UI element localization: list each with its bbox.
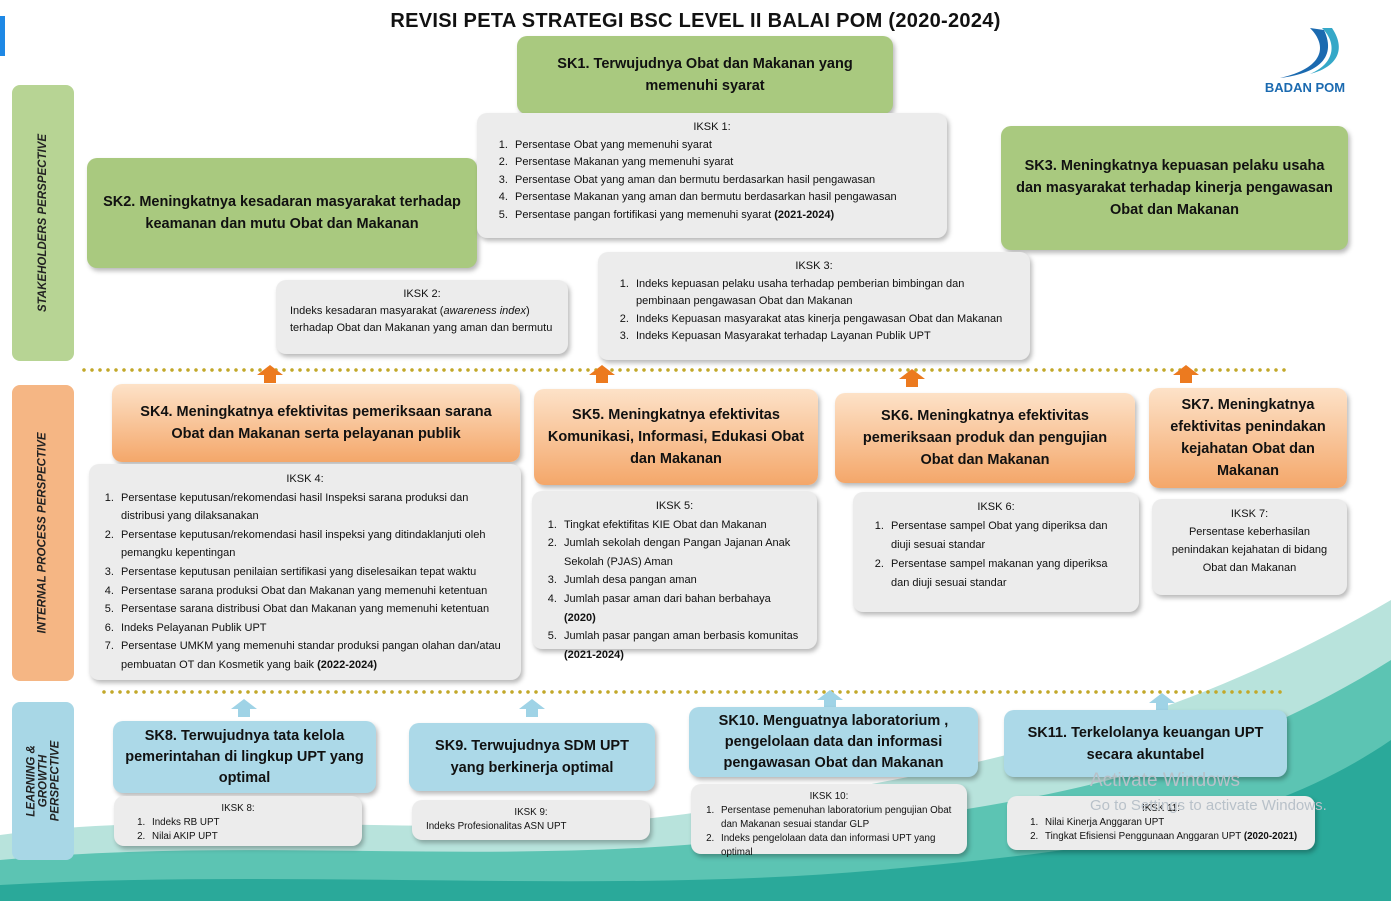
iksk1-item: Persentase Makanan yang aman dan bermutu…	[511, 189, 933, 207]
iksk5-item4-suffix: (2020)	[564, 611, 596, 624]
iksk4-heading: IKSK 4:	[286, 473, 324, 485]
iksk3-heading: IKSK 3:	[795, 260, 833, 272]
stakeholders-perspective-label: STAKEHOLDERS PERSPECTIVE	[12, 85, 74, 361]
iksk5-heading: IKSK 5:	[655, 500, 694, 512]
iksk5-box: IKSK 5: Tingkat efektifitas KIE Obat dan…	[532, 491, 817, 661]
iksk3-item: Indeks Kepuasan masyarakat atas kinerja …	[632, 311, 1016, 329]
iksk4-item: Persentase keputusan/rekomendasi hasil i…	[117, 526, 507, 563]
iksk1-item5-suffix: (2021-2024)	[774, 208, 835, 221]
iksk5-item: Jumlah sekolah dengan Pangan Jajanan Ana…	[560, 534, 803, 571]
up-arrow-icon	[589, 365, 615, 383]
iksk8-heading: IKSK 8:	[221, 803, 255, 814]
up-arrow-icon	[1173, 365, 1199, 383]
iksk5-item: Jumlah pasar aman dari bahan berbahaya (…	[560, 590, 803, 627]
iksk1-box: IKSK 1: Persentase Obat yang memenuhi sy…	[477, 113, 947, 238]
internal-process-perspective-label: INTERNAL PROCESS PERSPECTIVE	[12, 385, 74, 681]
iksk6-item: Persentase sampel makanan yang diperiksa…	[887, 555, 1125, 593]
iksk5-item: Jumlah desa pangan aman	[560, 571, 803, 590]
iksk2-box: IKSK 2: Indeks kesadaran masyarakat (awa…	[276, 280, 568, 354]
iksk10-item: Persentase pemenuhan laboratorium penguj…	[717, 804, 953, 832]
iksk1-item: Persentase Makanan yang memenuhi syarat	[511, 154, 933, 172]
iksk8-item: Indeks RB UPT	[148, 816, 348, 830]
iksk4-item: Persentase sarana distribusi Obat dan Ma…	[117, 600, 507, 619]
sk11-box: SK11. Terkelolanya keuangan UPT secara a…	[1004, 710, 1287, 777]
activate-windows-watermark: Activate Windows	[1090, 770, 1240, 791]
iksk1-item: Persentase Obat yang aman dan bermutu be…	[511, 172, 933, 190]
iksk2-heading: IKSK 2:	[403, 288, 441, 300]
sk4-box: SK4. Meningkatnya efektivitas pemeriksaa…	[112, 384, 520, 462]
iksk3-item: Indeks Kepuasan Masyarakat terhadap Laya…	[632, 328, 1016, 346]
iksk6-box: IKSK 6: Persentase sampel Obat yang dipe…	[853, 492, 1139, 612]
iksk1-item: Persentase pangan fortifikasi yang memen…	[511, 207, 933, 225]
iksk3-item: Indeks kepuasan pelaku usaha terhadap pe…	[632, 276, 1016, 311]
sk5-box: SK5. Meningkatnya efektivitas Komunikasi…	[534, 389, 818, 485]
logo-text: BADAN POM	[1264, 80, 1346, 95]
sk6-box: SK6. Meningkatnya efektivitas pemeriksaa…	[835, 393, 1135, 483]
iksk4-item: Persentase keputusan/rekomendasi hasil I…	[117, 489, 507, 526]
iksk9-text: Indeks Profesionalitas ASN UPT	[426, 821, 567, 832]
iksk4-item: Persentase keputusan penilaian sertifika…	[117, 563, 507, 582]
corner-accent	[0, 16, 5, 56]
iksk10-box: IKSK 10: Persentase pemenuhan laboratori…	[691, 784, 967, 858]
learning-growth-perspective-label: LEARNING & GROWTH PERSPECTIVE	[12, 702, 74, 860]
iksk1-item: Persentase Obat yang memenuhi syarat	[511, 137, 933, 155]
badan-pom-swoosh-icon	[1280, 28, 1339, 78]
iksk4-box: IKSK 4: Persentase keputusan/rekomendasi…	[89, 464, 521, 680]
iksk5-item5-suffix: (2021-2024)	[564, 648, 624, 661]
iksk8-item: Nilai AKIP UPT	[148, 830, 348, 844]
sk8-box: SK8. Terwujudnya tata kelola pemerintaha…	[113, 721, 376, 793]
iksk9-box: IKSK 9: Indeks Profesionalitas ASN UPT	[412, 800, 650, 840]
perspective-divider	[100, 690, 1282, 694]
up-arrow-icon	[1149, 693, 1175, 711]
iksk5-item: Jumlah pasar pangan aman berbasis komuni…	[560, 627, 803, 664]
iksk9-heading: IKSK 9:	[514, 807, 548, 818]
sk1-box: SK1. Terwujudnya Obat dan Makanan yang m…	[517, 36, 893, 114]
up-arrow-icon	[257, 365, 283, 383]
iksk11-item2-suffix: (2020-2021)	[1243, 831, 1298, 842]
iksk10-heading: IKSK 10:	[809, 791, 849, 802]
iksk4-item: Persentase UMKM yang memenuhi standar pr…	[117, 637, 507, 674]
sk3-box: SK3. Meningkatnya kepuasan pelaku usaha …	[1001, 126, 1348, 250]
up-arrow-icon	[899, 369, 925, 387]
iksk11-item: Nilai Kinerja Anggaran UPT	[1041, 816, 1301, 830]
iksk2-text: Indeks kesadaran masyarakat (awareness i…	[290, 305, 553, 334]
activate-windows-hint: Go to Settings to activate Windows.	[1090, 797, 1327, 814]
iksk7-heading: IKSK 7:	[1230, 508, 1269, 520]
iksk11-item: Tingkat Efisiensi Penggunaan Anggaran UP…	[1041, 830, 1301, 844]
iksk8-box: IKSK 8: Indeks RB UPT Nilai AKIP UPT	[114, 796, 362, 846]
up-arrow-icon	[817, 690, 843, 708]
iksk4-item7-suffix: (2022-2024)	[317, 658, 378, 671]
badan-pom-logo: BADAN POM	[1250, 24, 1360, 104]
iksk4-item: Persentase sarana produksi Obat dan Maka…	[117, 582, 507, 601]
iksk3-box: IKSK 3: Indeks kepuasan pelaku usaha ter…	[598, 252, 1030, 360]
iksk5-item: Tingkat efektifitas KIE Obat dan Makanan	[560, 516, 803, 535]
iksk7-text: Persentase keberhasilan penindakan kejah…	[1171, 526, 1328, 574]
iksk11-box: IKSK 11: Nilai Kinerja Anggaran UPT Ting…	[1007, 796, 1315, 850]
iksk11-heading: IKSK 11:	[1142, 803, 1180, 814]
sk2-box: SK2. Meningkatnya kesadaran masyarakat t…	[87, 158, 477, 268]
perspective-divider	[80, 368, 1290, 372]
up-arrow-icon	[231, 699, 257, 717]
page-title: REVISI PETA STRATEGI BSC LEVEL II BALAI …	[390, 10, 1001, 32]
sk7-box: SK7. Meningkatnya efektivitas penindakan…	[1149, 388, 1347, 488]
sk10-box: SK10. Menguatnya laboratorium , pengelol…	[689, 707, 978, 777]
iksk4-item: Indeks Pelayanan Publik UPT	[117, 619, 507, 638]
iksk7-box: IKSK 7: Persentase keberhasilan penindak…	[1152, 499, 1347, 595]
sk9-box: SK9. Terwujudnya SDM UPT yang berkinerja…	[409, 723, 655, 791]
iksk6-item: Persentase sampel Obat yang diperiksa da…	[887, 517, 1125, 555]
up-arrow-icon	[519, 699, 545, 717]
iksk6-heading: IKSK 6:	[977, 501, 1015, 513]
iksk10-item: Indeks pengelolaan data dan informasi UP…	[717, 832, 953, 860]
iksk1-heading: IKSK 1:	[693, 121, 731, 133]
